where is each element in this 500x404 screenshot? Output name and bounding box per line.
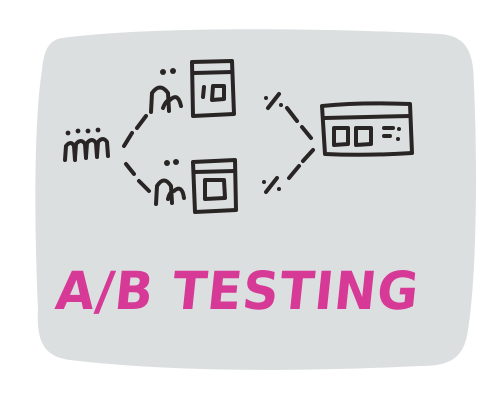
merge-down-line xyxy=(287,148,315,180)
crowd-icon xyxy=(63,127,110,162)
variant-a-percent-text: % xyxy=(272,103,273,105)
webpage-result-icon xyxy=(320,101,414,157)
percent-a xyxy=(264,92,283,110)
branch-down-line xyxy=(124,162,151,193)
branch-up-line xyxy=(122,114,148,148)
percent-b xyxy=(262,176,281,194)
merge-up-line xyxy=(285,106,313,140)
user-pair-icon-a xyxy=(149,68,183,114)
webpage-variant-b-icon xyxy=(191,158,238,214)
variant-b-percent-text: % xyxy=(270,187,271,189)
webpage-variant-a-icon xyxy=(190,59,236,118)
user-pair-icon-b xyxy=(154,159,186,206)
page-title: A/B TESTING xyxy=(52,260,423,322)
